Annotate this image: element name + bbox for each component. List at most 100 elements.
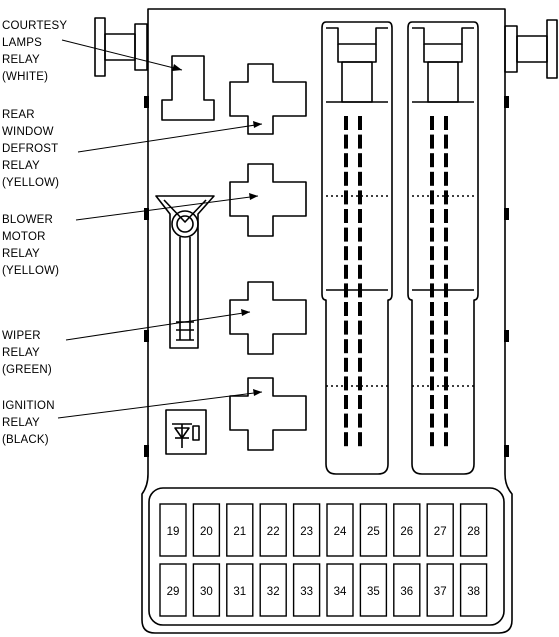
fuse-number-label: 22 — [267, 526, 280, 538]
connector-pin — [430, 357, 434, 372]
fuse-slot-outline — [359, 563, 388, 617]
connector-pin — [358, 153, 362, 168]
fuse-slot: 36 — [393, 563, 421, 617]
fuse-slot: 37 — [426, 563, 454, 617]
connector-pin — [358, 376, 362, 391]
connector-pin — [344, 190, 348, 205]
connector-pin — [430, 302, 434, 316]
connector-pin — [344, 395, 348, 409]
fuse-slot-outline — [359, 503, 388, 557]
connector-pin — [358, 209, 362, 223]
fuse-slot-outline — [259, 563, 287, 617]
connector-pin — [358, 432, 362, 447]
connector-pin — [344, 320, 348, 335]
connector-pin — [444, 376, 448, 391]
connector-pin — [344, 171, 348, 186]
fuse-slot: 19 — [159, 503, 187, 557]
connector-pin — [358, 357, 362, 372]
connector-pin — [444, 246, 448, 261]
fuse-slot: 27 — [426, 503, 454, 557]
connector-pin — [358, 283, 362, 298]
connector-pin — [444, 134, 448, 149]
connector-pin — [344, 209, 348, 223]
fuse-slot: 20 — [192, 503, 221, 557]
connector-pin — [444, 283, 448, 298]
fuse-slot-outline — [459, 503, 488, 557]
connector-pin — [344, 357, 348, 372]
connector-pin — [344, 116, 348, 130]
fuse-slot-outline — [192, 563, 221, 617]
connector-pin — [358, 246, 362, 261]
fuse-number-label: 19 — [167, 526, 180, 538]
connector-pin — [430, 227, 434, 242]
connector-pin — [358, 302, 362, 316]
connector-pin — [358, 134, 362, 149]
connector-pin — [430, 171, 434, 186]
callout-ignition-relay: IGNITION RELAY (BLACK) — [2, 400, 55, 446]
connector-pin — [444, 153, 448, 168]
fuse-slot: 25 — [359, 503, 388, 557]
fuse-number-label: 35 — [367, 586, 380, 598]
connector-pin — [358, 171, 362, 186]
connector-pin — [344, 339, 348, 354]
fuse-slot-outline — [459, 563, 488, 617]
fuse-slot: 31 — [226, 563, 254, 617]
diode-component — [165, 409, 207, 455]
relay-wiper — [229, 281, 307, 355]
relay-ignition — [229, 377, 307, 451]
connector-right — [407, 21, 479, 475]
connector-pin — [444, 227, 448, 242]
fuse-number-label: 30 — [200, 586, 213, 598]
fuse-number-label: 20 — [200, 526, 213, 538]
connector-pin — [358, 339, 362, 354]
connector-pin — [444, 432, 448, 447]
relay-blower-motor — [229, 163, 307, 237]
connector-pin — [430, 320, 434, 335]
fuse-number-label: 25 — [367, 526, 380, 538]
connector-pin — [444, 171, 448, 186]
connector-pin — [358, 413, 362, 428]
callout-wiper-relay: WIPER RELAY (GREEN) — [2, 330, 52, 376]
fuse-number-label: 37 — [434, 586, 447, 598]
fuse-slot-outline — [292, 563, 321, 617]
connector-pin — [430, 116, 434, 130]
callout-courtesy-lamps-relay: COURTESY LAMPS RELAY (WHITE) — [2, 20, 68, 83]
fuse-number-label: 26 — [400, 526, 413, 538]
connector-pin — [430, 339, 434, 354]
fuse-slot: 30 — [192, 563, 221, 617]
connector-pin — [444, 190, 448, 205]
callout-rear-window-defrost-relay: REAR WINDOW DEFROST RELAY (YELLOW) — [2, 109, 60, 189]
fuse-number-label: 34 — [334, 586, 347, 598]
connector-pin — [358, 395, 362, 409]
connector-pin — [344, 153, 348, 168]
fuse-slot-outline — [393, 563, 421, 617]
connector-pin — [358, 116, 362, 130]
connector-pin — [444, 302, 448, 316]
connector-pin — [344, 134, 348, 149]
connector-pin — [344, 227, 348, 242]
fuse-slot-outline — [259, 503, 287, 557]
connector-pin — [444, 116, 448, 130]
connector-pin — [444, 320, 448, 335]
connector-pin — [344, 246, 348, 261]
connector-pin — [444, 209, 448, 223]
connector-left — [321, 21, 393, 475]
connector-pin — [430, 413, 434, 428]
fuse-slot-outline — [326, 503, 354, 557]
relay-rear-window-defrost — [229, 63, 307, 135]
fuse-slot-outline — [159, 563, 187, 617]
fuse-number-label: 36 — [400, 586, 413, 598]
connector-pin — [430, 264, 434, 279]
fuse-number-label: 32 — [267, 586, 280, 598]
left-mounting-tab — [94, 17, 148, 77]
fuse-slot-outline — [159, 503, 187, 557]
connector-pin — [430, 190, 434, 205]
fuse-number-label: 38 — [467, 586, 480, 598]
right-mounting-tab — [504, 19, 558, 79]
callout-arrowheads — [172, 64, 262, 396]
fuse-slot-outline — [426, 503, 454, 557]
connector-pin — [444, 357, 448, 372]
connector-pin — [430, 283, 434, 298]
